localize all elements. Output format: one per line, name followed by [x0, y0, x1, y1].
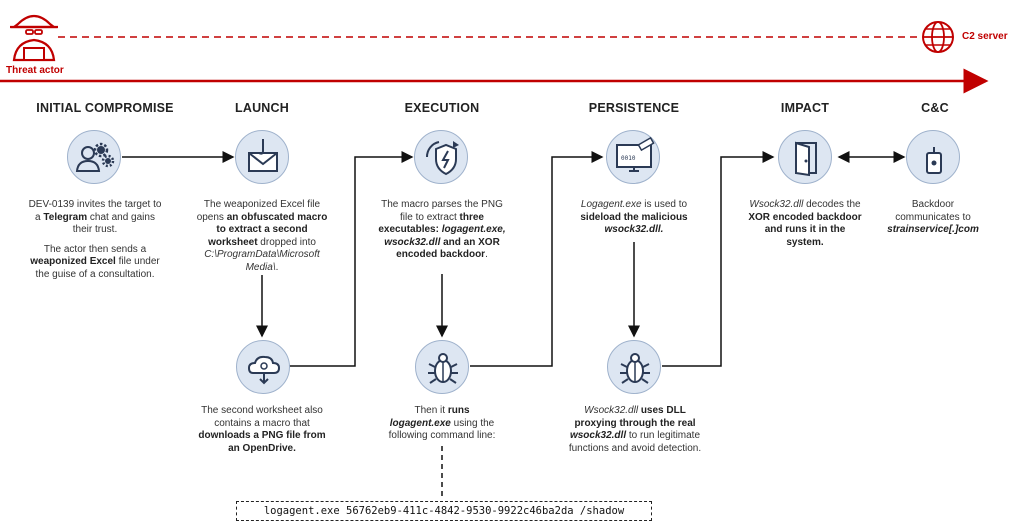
- stage-persistence: PERSISTENCE: [588, 101, 680, 115]
- proxying-description: Wsock32.dll uses DLL proxying through th…: [568, 405, 702, 454]
- command-line-text: logagent.exe 56762eb9-411c-4842-9530-992…: [263, 505, 625, 517]
- globe-icon: [920, 19, 956, 55]
- command-line-box: logagent.exe 56762eb9-411c-4842-9530-992…: [236, 501, 652, 521]
- arrow-bug-impact: [662, 151, 775, 367]
- stage-initial-compromise: INITIAL COMPROMISE: [36, 101, 174, 115]
- c2-server-label: C2 server: [962, 31, 1008, 42]
- envelope-hook-icon: [235, 130, 289, 184]
- router-icon: [906, 130, 960, 184]
- stage-launch: LAUNCH: [235, 101, 289, 115]
- initial-description-p1: DEV-0139 invites the target to a Telegra…: [28, 199, 162, 235]
- door-icon: [778, 130, 832, 184]
- cc-description: Backdoor communicates to strainservice[.…: [887, 199, 979, 235]
- svg-text:0010: 0010: [621, 155, 636, 162]
- impact-description: Wsock32.dll decodes the XOR encoded back…: [748, 199, 862, 248]
- shield-bolt-icon: [414, 130, 468, 184]
- download-description: The second worksheet also contains a mac…: [198, 405, 326, 454]
- hacker-icon: [4, 10, 64, 64]
- launch-description: The weaponized Excel file opens an obfus…: [196, 199, 328, 273]
- arrow-bug-persistence: [470, 151, 604, 367]
- bug-icon: [415, 340, 469, 394]
- initial-description: DEV-0139 invites the target to a Telegra…: [26, 199, 164, 281]
- cloud-download-icon: [236, 340, 290, 394]
- initial-description-p2: The actor then sends a weaponized Excel …: [30, 243, 160, 280]
- stage-impact: IMPACT: [780, 101, 830, 115]
- persistence-description: Logagent.exe is used to sideload the mal…: [580, 199, 688, 235]
- stage-execution: EXECUTION: [404, 101, 480, 115]
- execution-description: The macro parses the PNG file to extract…: [378, 199, 506, 260]
- execution-run-description: Then it runs logagent.exe using the foll…: [388, 405, 496, 441]
- stage-cc: C&C: [921, 101, 949, 115]
- bug-icon: [607, 340, 661, 394]
- monitor-code-icon: 0010: [606, 130, 660, 184]
- user-gears-icon: [67, 130, 121, 184]
- arrow-download-execution: [289, 151, 414, 367]
- threat-actor-label: Threat actor: [6, 65, 64, 76]
